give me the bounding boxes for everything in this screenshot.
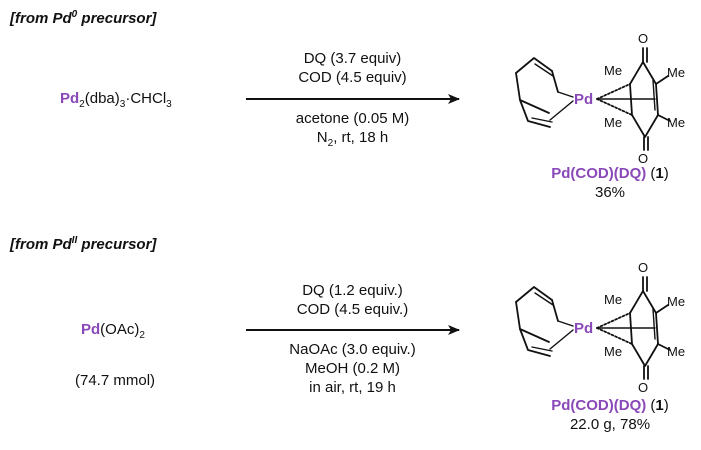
scheme2-me-top-left: Me xyxy=(604,292,623,307)
scheme2-me-top-right: Me xyxy=(667,294,686,309)
scheme2-reactant-amount: (74.7 mmol) xyxy=(75,372,156,389)
scheme1-me-bottom-right: Me xyxy=(667,115,686,130)
scheme1-reagent-dq: DQ (3.7 equiv) xyxy=(303,50,402,67)
scheme1-reactant: Pd2(dba)3·CHCl3 xyxy=(60,90,172,110)
scheme1-conditions: N2, rt, 18 h xyxy=(316,129,389,149)
scheme2-o-bottom: O xyxy=(638,380,649,395)
scheme1-product-name: Pd(COD)(DQ) (1) xyxy=(551,165,669,182)
scheme2-reagent-cod: COD (4.5 equiv.) xyxy=(296,301,409,318)
scheme1-reagent-cod: COD (4.5 equiv) xyxy=(298,69,407,86)
scheme2-conditions: in air, rt, 19 h xyxy=(309,379,396,396)
scheme1-header: [from Pd0 precursor] xyxy=(10,9,157,28)
product-structure-1 xyxy=(515,47,671,151)
scheme2-product-name: Pd(COD)(DQ) (1) xyxy=(551,397,669,414)
scheme1-me-top-left: Me xyxy=(604,63,623,78)
scheme1-me-top-right: Me xyxy=(667,65,686,80)
scheme2-pd-atom: Pd xyxy=(574,320,594,337)
scheme2-reactant: Pd(OAc)2 xyxy=(81,321,145,341)
scheme2-solvent: MeOH (0.2 M) xyxy=(304,360,400,377)
scheme2-base: NaOAc (3.0 equiv.) xyxy=(289,341,416,358)
scheme1-yield: 36% xyxy=(594,184,626,201)
scheme2-yield: 22.0 g, 78% xyxy=(569,416,651,433)
scheme1-me-bottom-left: Me xyxy=(604,115,623,130)
scheme1-solvent: acetone (0.05 M) xyxy=(295,110,410,127)
scheme2-header: [from PdII precursor] xyxy=(10,235,157,254)
scheme2-o-top: O xyxy=(638,260,649,275)
scheme1-o-top: O xyxy=(638,31,649,46)
product-structure-2 xyxy=(515,276,671,380)
scheme2-me-bottom-left: Me xyxy=(604,344,623,359)
scheme2-reagent-dq: DQ (1.2 equiv.) xyxy=(302,282,403,299)
scheme2-me-bottom-right: Me xyxy=(667,344,686,359)
scheme1-pd-atom: Pd xyxy=(574,91,594,108)
scheme1-o-bottom: O xyxy=(638,151,649,166)
